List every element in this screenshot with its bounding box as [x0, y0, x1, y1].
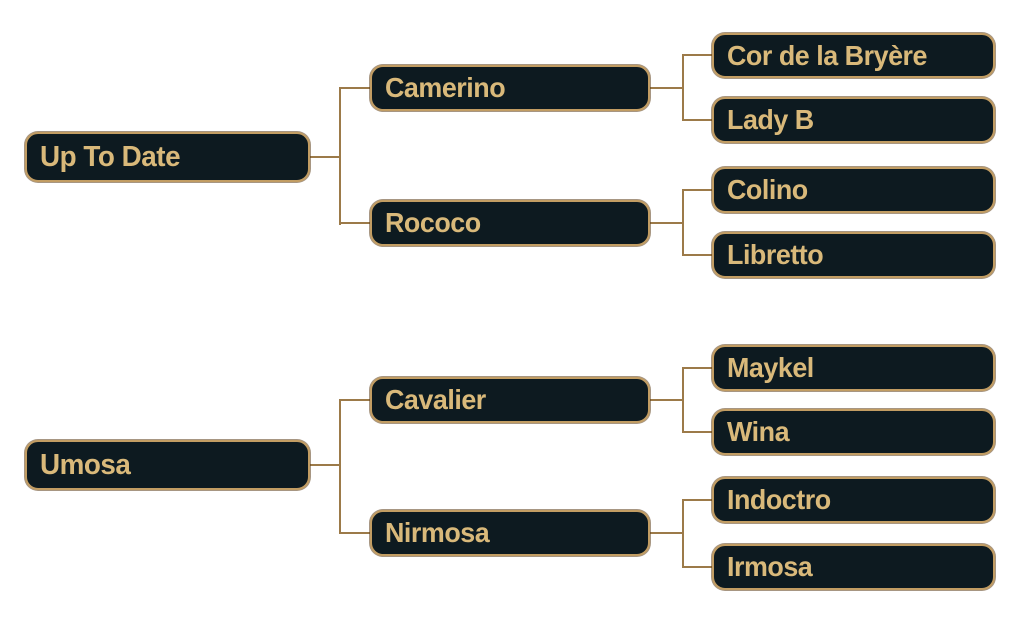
node-label: Irmosa	[727, 551, 813, 582]
node-label: Lady B	[727, 104, 814, 135]
node-label: Nirmosa	[385, 517, 490, 548]
node-cor-de-la-bryere: Cor de la Bryère	[712, 33, 995, 78]
node-colino: Colino	[712, 167, 995, 213]
connector-line	[339, 87, 341, 225]
node-umosa: Umosa	[25, 440, 310, 490]
connector-line	[682, 367, 684, 433]
node-rococo: Rococo	[370, 200, 650, 246]
node-camerino: Camerino	[370, 65, 650, 111]
node-nirmosa: Nirmosa	[370, 510, 650, 556]
connector-line	[683, 54, 712, 56]
node-lady-b: Lady B	[712, 97, 995, 143]
node-indoctro: Indoctro	[712, 477, 995, 523]
connector-line	[650, 399, 683, 401]
connector-line	[683, 254, 712, 256]
connector-line	[650, 222, 683, 224]
connector-line	[340, 222, 370, 224]
connector-line	[682, 499, 684, 568]
connector-line	[683, 566, 712, 568]
node-label: Cavalier	[385, 384, 486, 415]
node-label: Colino	[727, 174, 808, 205]
node-wina: Wina	[712, 409, 995, 455]
node-libretto: Libretto	[712, 232, 995, 278]
connector-line	[650, 532, 683, 534]
connector-line	[683, 189, 712, 191]
node-label: Rococo	[385, 207, 481, 238]
node-label: Indoctro	[727, 484, 831, 515]
node-label: Maykel	[727, 352, 814, 383]
node-label: Libretto	[727, 239, 824, 270]
node-irmosa: Irmosa	[712, 544, 995, 590]
connector-line	[683, 367, 712, 369]
connector-line	[682, 189, 684, 256]
connector-line	[340, 87, 370, 89]
connector-line	[650, 87, 683, 89]
connector-line	[683, 431, 712, 433]
connector-line	[340, 532, 370, 534]
connector-line	[340, 399, 370, 401]
connector-line	[682, 54, 684, 121]
node-label: Camerino	[385, 72, 506, 103]
connector-line	[310, 156, 340, 158]
node-cavalier: Cavalier	[370, 377, 650, 423]
node-label: Wina	[727, 416, 790, 447]
connector-line	[310, 464, 340, 466]
node-up-to-date: Up To Date	[25, 132, 310, 182]
connector-line	[683, 119, 712, 121]
node-label: Cor de la Bryère	[727, 39, 927, 71]
connector-line	[339, 399, 341, 534]
node-label: Umosa	[40, 448, 131, 481]
node-maykel: Maykel	[712, 345, 995, 391]
connector-line	[683, 499, 712, 501]
node-label: Up To Date	[40, 140, 181, 173]
